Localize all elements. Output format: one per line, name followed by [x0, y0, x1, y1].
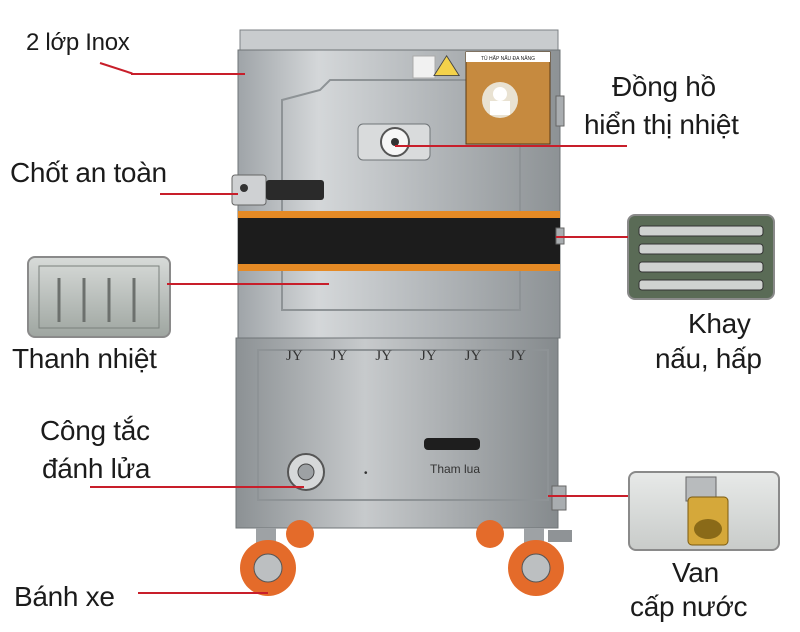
- burner-marks: JY JY JY JY JY JY: [286, 348, 526, 370]
- label-safety-latch: Chốt an toàn: [10, 157, 167, 188]
- lower-panel-text: Tham lua: [430, 462, 481, 476]
- leader-line-valve: [548, 495, 628, 497]
- label-two-layer-inox: 2 lớp Inox: [26, 29, 130, 56]
- leader-line-ignition: [90, 486, 304, 488]
- label-valve-line2: cấp nước: [630, 591, 748, 622]
- label-ignition-line1: Công tắc: [40, 415, 150, 446]
- leader-line-tray: [556, 236, 628, 238]
- label-heating-element: Thanh nhiệt: [12, 343, 157, 374]
- heating-element-photo: [27, 256, 171, 338]
- water-valve-photo: [628, 471, 780, 551]
- burner-mark: JY: [375, 348, 392, 364]
- label-wheels: Bánh xe: [14, 581, 115, 612]
- burner-mark: JY: [286, 348, 303, 364]
- brand-sticker: TỦ HẤP NẤU ĐA NĂNG: [465, 51, 551, 145]
- burner-mark: JY: [419, 348, 437, 364]
- burner-mark: JY: [509, 348, 526, 364]
- leader-line-wheels: [138, 592, 268, 594]
- door-bands: [238, 211, 560, 271]
- tray-photo: [627, 214, 775, 300]
- label-tray-line2: nấu, hấp: [655, 343, 762, 374]
- leader-line-latch: [160, 193, 238, 195]
- wheels: [240, 520, 572, 596]
- svg-text:•: •: [364, 468, 368, 479]
- cabinet-top: [239, 29, 559, 51]
- burner-mark: JY: [464, 348, 482, 364]
- leader-line-inox-2: [131, 73, 245, 75]
- label-tray-line1: Khay: [688, 308, 751, 339]
- burner-compartment: •: [235, 337, 559, 529]
- label-thermometer-line1: Đồng hồ: [612, 71, 716, 102]
- leader-line-thermometer: [395, 145, 627, 147]
- label-thermometer-line2: hiển thị nhiệt: [584, 109, 739, 140]
- sticker-title: TỦ HẤP NẤU ĐA NĂNG: [481, 55, 535, 62]
- thermometer-gauge: [357, 123, 431, 161]
- label-ignition-line2: đánh lửa: [42, 453, 151, 484]
- label-valve-line1: Van: [672, 557, 719, 588]
- safety-latch: [231, 174, 324, 206]
- warning-stickers: [412, 54, 461, 79]
- leader-line-heating: [167, 283, 329, 285]
- burner-mark: JY: [330, 348, 348, 364]
